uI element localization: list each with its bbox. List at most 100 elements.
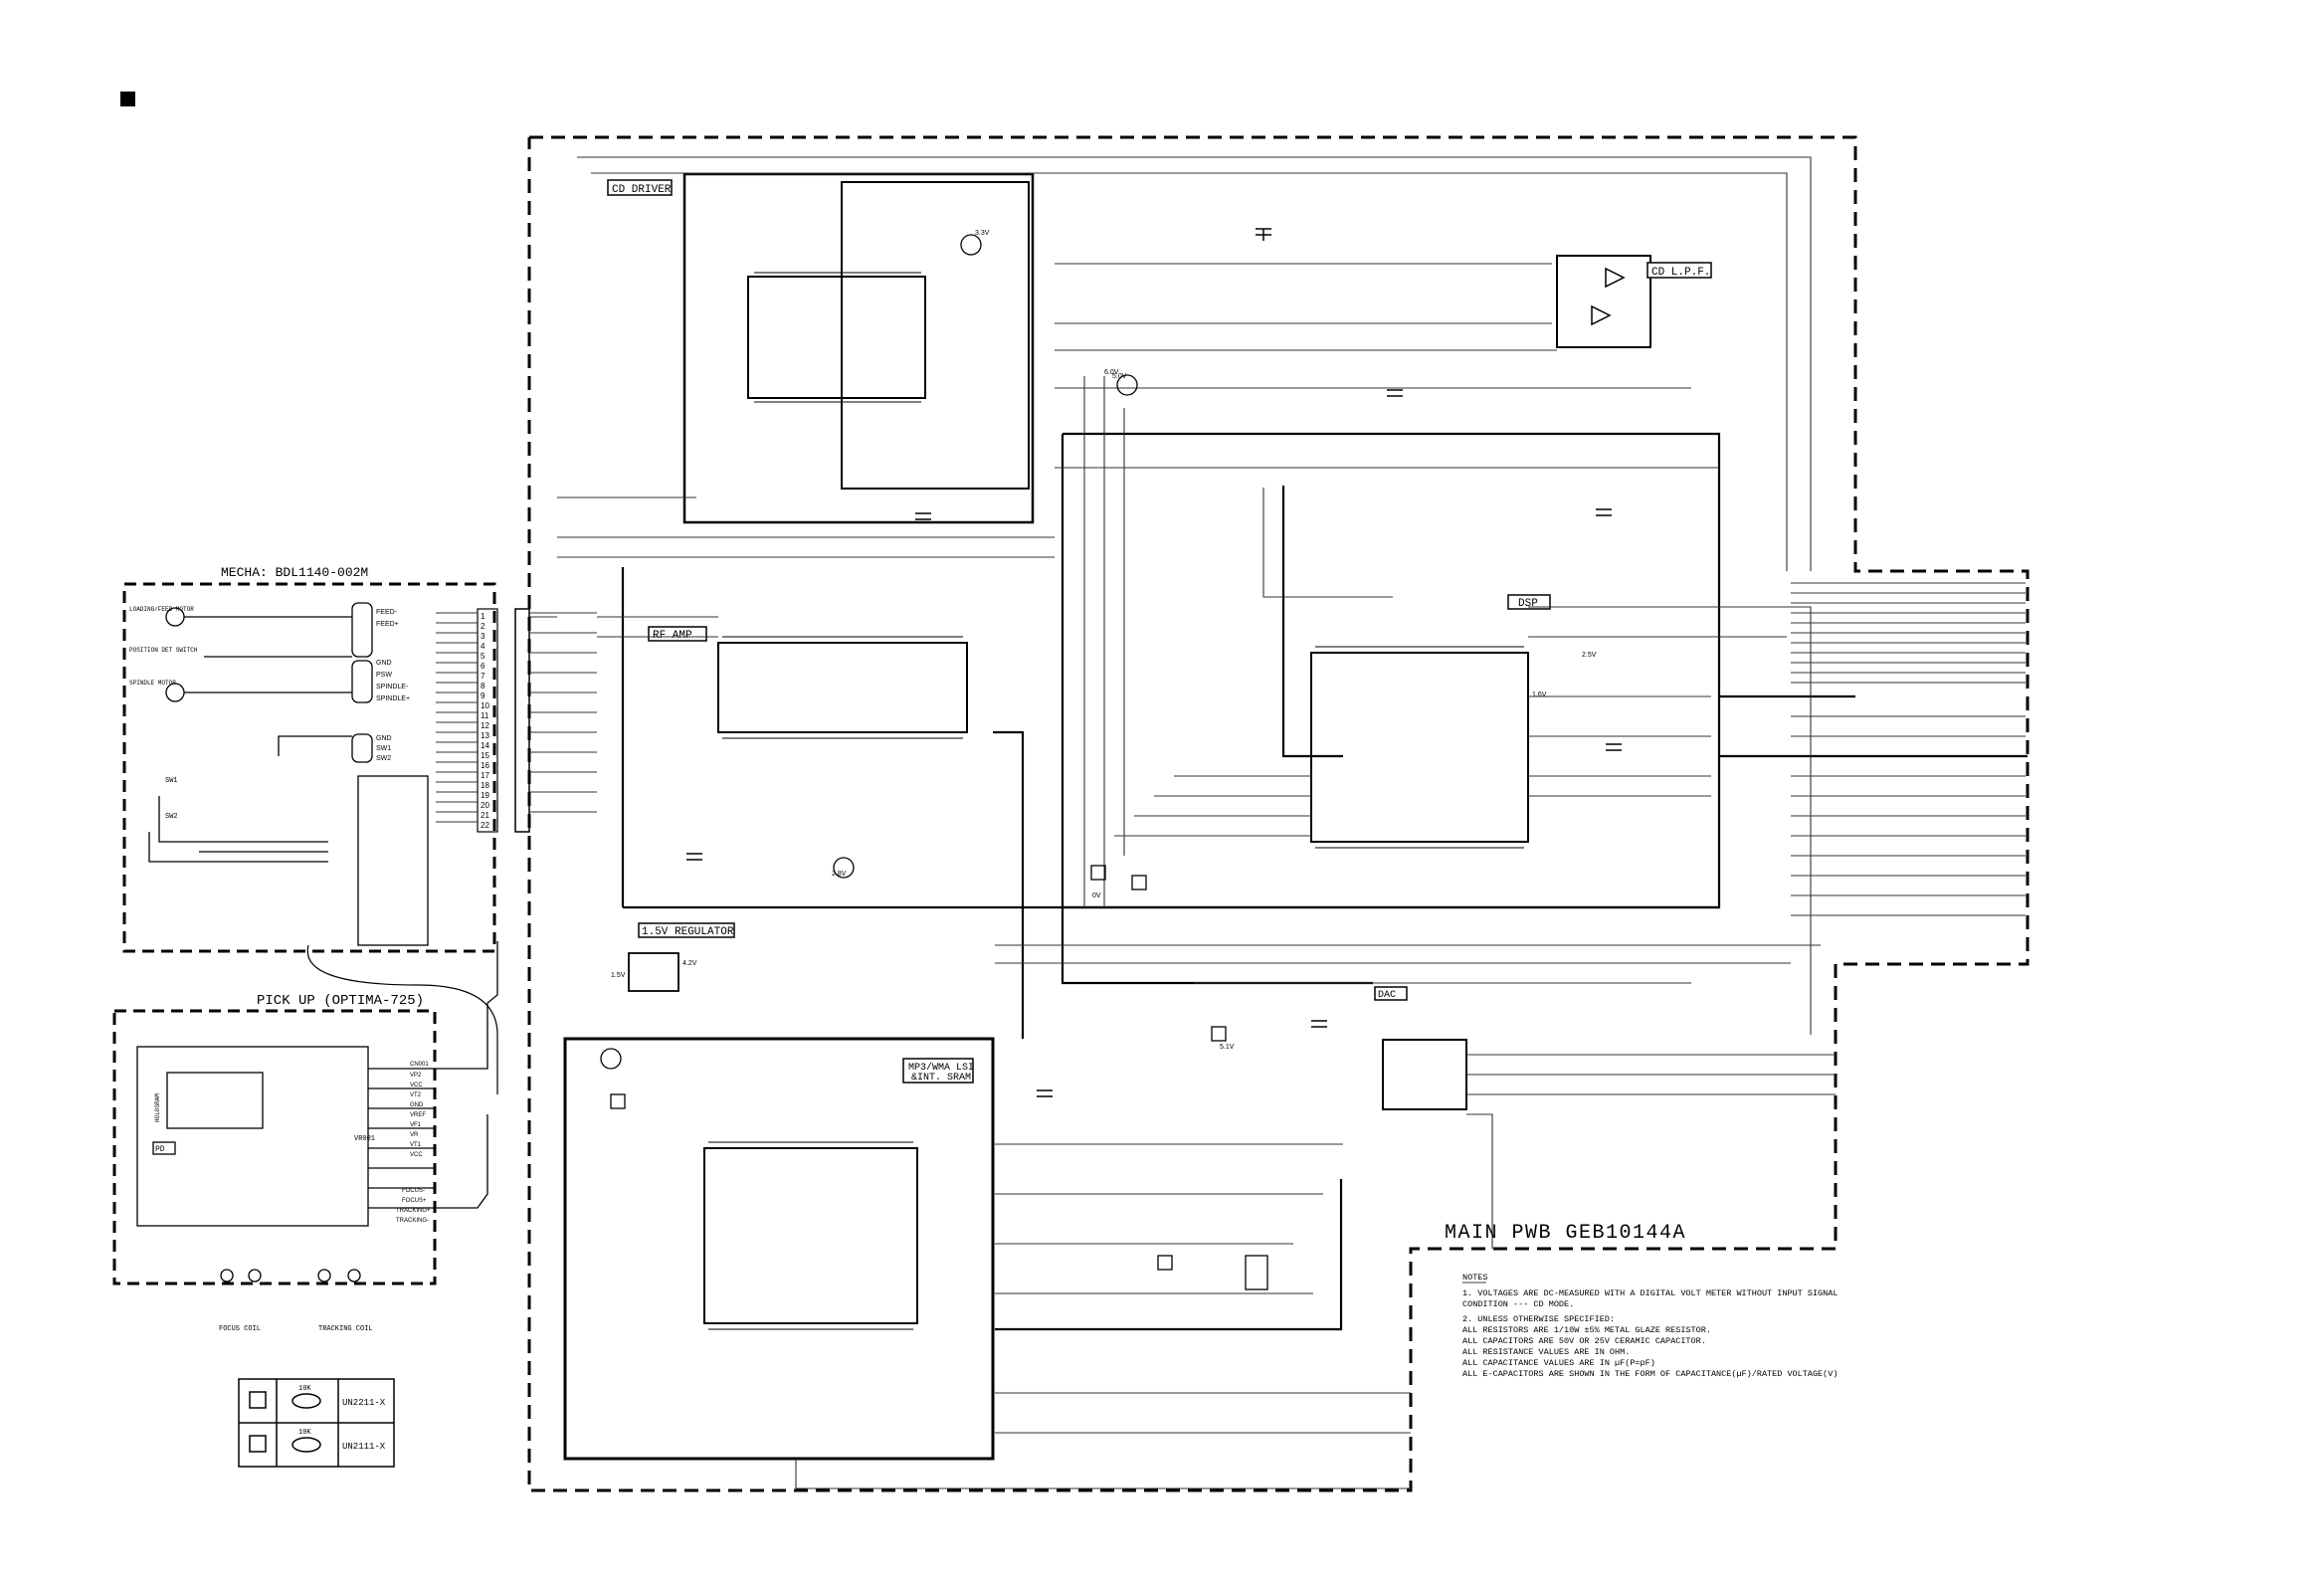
passive-components bbox=[686, 228, 1622, 1097]
svg-text:GND: GND bbox=[376, 735, 392, 742]
mp3-lsi-label-1: MP3/WMA LSI bbox=[908, 1062, 974, 1074]
svg-text:SPINDLE+: SPINDLE+ bbox=[376, 695, 410, 702]
svg-text:VP2: VP2 bbox=[410, 1073, 422, 1079]
svg-text:19: 19 bbox=[481, 791, 489, 800]
pickup-pd-label: PD bbox=[155, 1145, 165, 1154]
pickup-title: PICK UP (OPTIMA-725) bbox=[257, 993, 424, 1009]
pickup-ic-label: HOLOGRAM bbox=[154, 1093, 161, 1122]
svg-text:TRACKING-: TRACKING- bbox=[396, 1218, 429, 1224]
svg-text:PSW: PSW bbox=[376, 672, 392, 679]
notes-line-1: 1. VOLTAGES ARE DC-MEASURED WITH A DIGIT… bbox=[1462, 1288, 1838, 1298]
svg-text:7: 7 bbox=[481, 672, 485, 681]
cd-lpf-block bbox=[1556, 255, 1651, 348]
mecha-title: MECHA: BDL1140-002M bbox=[221, 565, 368, 580]
svg-text:1.5V: 1.5V bbox=[611, 972, 626, 979]
svg-text:0V: 0V bbox=[1092, 892, 1101, 899]
svg-text:VT1: VT1 bbox=[410, 1142, 422, 1148]
svg-text:VCC: VCC bbox=[410, 1083, 423, 1088]
legend-r1: 10K bbox=[298, 1385, 311, 1393]
svg-text:20: 20 bbox=[481, 801, 489, 810]
svg-text:12: 12 bbox=[481, 721, 489, 730]
loading-motor-label: LOADING/FEED MOTOR bbox=[129, 606, 194, 613]
svg-text:SPINDLE-: SPINDLE- bbox=[376, 684, 409, 691]
svg-text:21: 21 bbox=[481, 811, 489, 820]
svg-text:9: 9 bbox=[481, 691, 485, 700]
svg-text:3: 3 bbox=[481, 632, 485, 641]
svg-text:VT2: VT2 bbox=[410, 1092, 422, 1098]
notes-line-2: CONDITION --- CD MODE. bbox=[1462, 1299, 1574, 1309]
rf-amp-block bbox=[717, 642, 968, 733]
svg-text:10: 10 bbox=[481, 701, 489, 710]
ic-pin-rows bbox=[708, 272, 1524, 1330]
dsp-label: DSP bbox=[1518, 598, 1538, 610]
tracking-coil-label: TRACKING COIL bbox=[318, 1325, 373, 1333]
focus-coil-label: FOCUS COIL bbox=[219, 1325, 261, 1333]
svg-text:FOCUS+: FOCUS+ bbox=[402, 1198, 427, 1204]
svg-text:1.6V: 1.6V bbox=[1532, 691, 1547, 698]
page-marker bbox=[120, 92, 135, 106]
rf-amp-label: RF AMP bbox=[653, 630, 692, 642]
svg-text:14: 14 bbox=[481, 741, 489, 750]
voltage-annotations: 5.0V 2.8V 5.1V 3.3V 1.5V 0V 2.5V 1.6V 4.… bbox=[611, 230, 1597, 1051]
notes-block: NOTES 1. VOLTAGES ARE DC-MEASURED WITH A… bbox=[1462, 1273, 1838, 1379]
mecha-internals bbox=[148, 602, 429, 946]
svg-text:GND: GND bbox=[376, 660, 392, 667]
svg-text:SW2: SW2 bbox=[376, 755, 391, 762]
notes-heading: NOTES bbox=[1462, 1273, 1488, 1283]
pickup-outline bbox=[112, 1009, 437, 1285]
svg-text:CN001: CN001 bbox=[410, 1062, 429, 1068]
regulator-ic bbox=[628, 952, 679, 992]
svg-text:1: 1 bbox=[481, 612, 485, 621]
signal-wiring bbox=[529, 156, 1836, 1489]
notes-line-6: ALL RESISTANCE VALUES ARE IN OHM. bbox=[1462, 1347, 1630, 1357]
sw1-label: SW1 bbox=[165, 777, 178, 785]
transistor-legend bbox=[238, 1378, 395, 1468]
pickup-pin-labels: CN001 VP2 VCC VT2 GND VREF VF1 VR VT1 VC… bbox=[396, 1062, 431, 1224]
main-connector bbox=[477, 608, 530, 833]
pickup-vr-label: VR001 bbox=[354, 1135, 375, 1143]
pickup-internals bbox=[136, 941, 498, 1283]
legend-part-1: UN2211-X bbox=[342, 1398, 386, 1408]
mecha-pin-labels: FEED- FEED+ GND PSW SPINDLE- SPINDLE+ GN… bbox=[376, 609, 410, 762]
dsp-block bbox=[1310, 652, 1529, 843]
notes-line-7: ALL CAPACITANCE VALUES ARE IN µF(P=pF) bbox=[1462, 1358, 1655, 1368]
svg-text:18: 18 bbox=[481, 781, 489, 790]
mp3-lsi-block bbox=[563, 1037, 995, 1461]
svg-text:6: 6 bbox=[481, 662, 485, 671]
svg-text:TRACKING+: TRACKING+ bbox=[396, 1208, 431, 1214]
main-wiring bbox=[621, 432, 2028, 1331]
svg-text:2.8V: 2.8V bbox=[832, 871, 847, 878]
svg-text:3.3V: 3.3V bbox=[975, 230, 990, 237]
svg-text:16: 16 bbox=[481, 761, 489, 770]
svg-text:11: 11 bbox=[481, 711, 489, 720]
legend-part-2: UN2111-X bbox=[342, 1442, 386, 1452]
svg-text:4: 4 bbox=[481, 642, 485, 651]
transistor-symbols bbox=[600, 234, 1268, 1290]
svg-text:FOCUS-: FOCUS- bbox=[402, 1188, 425, 1194]
svg-text:17: 17 bbox=[481, 771, 489, 780]
notes-line-3: 2. UNLESS OTHERWISE SPECIFIED: bbox=[1462, 1314, 1615, 1324]
notes-line-8: ALL E-CAPACITORS ARE SHOWN IN THE FORM O… bbox=[1462, 1369, 1838, 1379]
mecha-outline bbox=[122, 582, 496, 953]
svg-text:5.1V: 5.1V bbox=[1220, 1044, 1235, 1051]
svg-text:FEED-: FEED- bbox=[376, 609, 398, 616]
spindle-motor-label: SPINDLE MOTOR bbox=[129, 680, 176, 687]
output-bus bbox=[1791, 582, 2026, 916]
mp3-lsi-label-2: &INT. SRAM bbox=[911, 1073, 971, 1084]
svg-text:8: 8 bbox=[481, 682, 485, 691]
main-pwb-label: MAIN PWB GEB10144A bbox=[1445, 1222, 1686, 1245]
svg-text:FEED+: FEED+ bbox=[376, 621, 399, 628]
main-connector-pins: 1 2 3 4 5 6 7 8 9 10 11 12 13 14 15 16 1… bbox=[481, 612, 489, 830]
sw2-label: SW2 bbox=[165, 813, 178, 821]
svg-text:VR: VR bbox=[410, 1132, 419, 1138]
dac-label: DAC bbox=[1378, 990, 1396, 1001]
svg-text:GND: GND bbox=[410, 1102, 424, 1108]
svg-text:22: 22 bbox=[481, 821, 489, 830]
svg-text:5.0V: 5.0V bbox=[1112, 373, 1127, 380]
svg-text:5: 5 bbox=[481, 652, 485, 661]
cd-lpf-label: CD L.P.F. bbox=[1651, 267, 1710, 279]
svg-text:6.0V: 6.0V bbox=[1104, 369, 1119, 376]
notes-line-4: ALL RESISTORS ARE 1/10W ±5% METAL GLAZE … bbox=[1462, 1325, 1711, 1335]
cd-driver-block bbox=[682, 172, 1035, 524]
